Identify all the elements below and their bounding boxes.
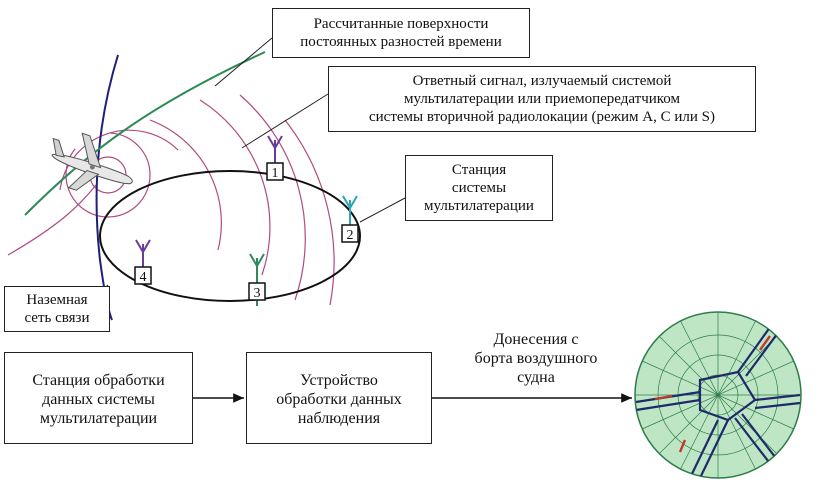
antenna-1-number: 1 — [272, 166, 279, 181]
reply-signal-wavefronts — [7, 94, 335, 306]
aircraft-reports-line-3: судна — [517, 369, 555, 386]
radar-display-icon — [634, 311, 802, 479]
blue-surface-curve — [95, 54, 119, 321]
antenna-4-icon — [135, 239, 151, 267]
aircraft-reports-line-1: Донесения с — [493, 331, 579, 348]
surveillance-unit-box: Устройство обработки данных наблюдения — [246, 352, 432, 444]
processing-station-line-1: Станция обработки — [32, 372, 165, 389]
aircraft-reports-line-2: борта воздушного — [474, 350, 598, 367]
aircraft-icon — [51, 132, 133, 191]
antenna-3-number: 3 — [254, 286, 261, 301]
processing-station-line-2: данных системы — [42, 391, 155, 408]
reply-signal-callout: Ответный сигнал, излучаемый системой мул… — [328, 66, 756, 132]
antenna-2-number: 2 — [347, 228, 354, 243]
ground-network-ellipse — [99, 170, 361, 302]
reply-signal-line-3: системы вторичной радиолокации (режим A,… — [369, 109, 715, 125]
reply-signal-line-1: Ответный сигнал, излучаемый системой — [412, 73, 672, 89]
surveillance-unit-line-1: Устройство — [300, 372, 378, 389]
antenna-1-icon — [267, 135, 283, 163]
antenna-3-box — [248, 282, 266, 301]
reply-signal-leader — [241, 93, 329, 149]
station-line-3: мультилатерации — [424, 198, 534, 214]
green-surface-curve — [24, 51, 266, 216]
station-line-1: Станция — [451, 162, 507, 178]
surfaces-line-2: постоянных разностей времени — [300, 34, 502, 50]
antenna-number-boxes: 1 2 3 4 — [134, 162, 359, 301]
antenna-4-box — [134, 266, 152, 285]
station-callout: Станция системы мультилатерации — [405, 155, 553, 221]
ground-network-line-1: Наземная — [26, 292, 88, 308]
processing-station-line-3: мультилатерации — [39, 410, 158, 427]
aircraft-reports-label: Донесения с борта воздушного судна — [466, 330, 606, 387]
antenna-2-icon — [342, 195, 358, 225]
station-line-2: системы — [451, 180, 507, 196]
surveillance-unit-line-3: наблюдения — [297, 410, 381, 427]
station-leader — [359, 197, 406, 223]
surfaces-line-1: Рассчитанные поверхности — [313, 16, 489, 32]
ground-network-line-2: сеть связи — [24, 310, 90, 326]
surfaces-leader — [214, 37, 273, 87]
reply-signal-line-2: мультилатерации или приемопередатчиком — [403, 91, 681, 107]
antenna-2-box — [341, 224, 359, 243]
surfaces-callout: Рассчитанные поверхности постоянных разн… — [272, 8, 530, 58]
antenna-1-box — [266, 162, 284, 181]
ground-network-callout: Наземная сеть связи — [4, 286, 110, 332]
surveillance-unit-line-2: обработки данных — [276, 391, 402, 408]
antenna-4-number: 4 — [140, 270, 147, 285]
processing-station-box: Станция обработки данных системы мультил… — [4, 352, 193, 444]
